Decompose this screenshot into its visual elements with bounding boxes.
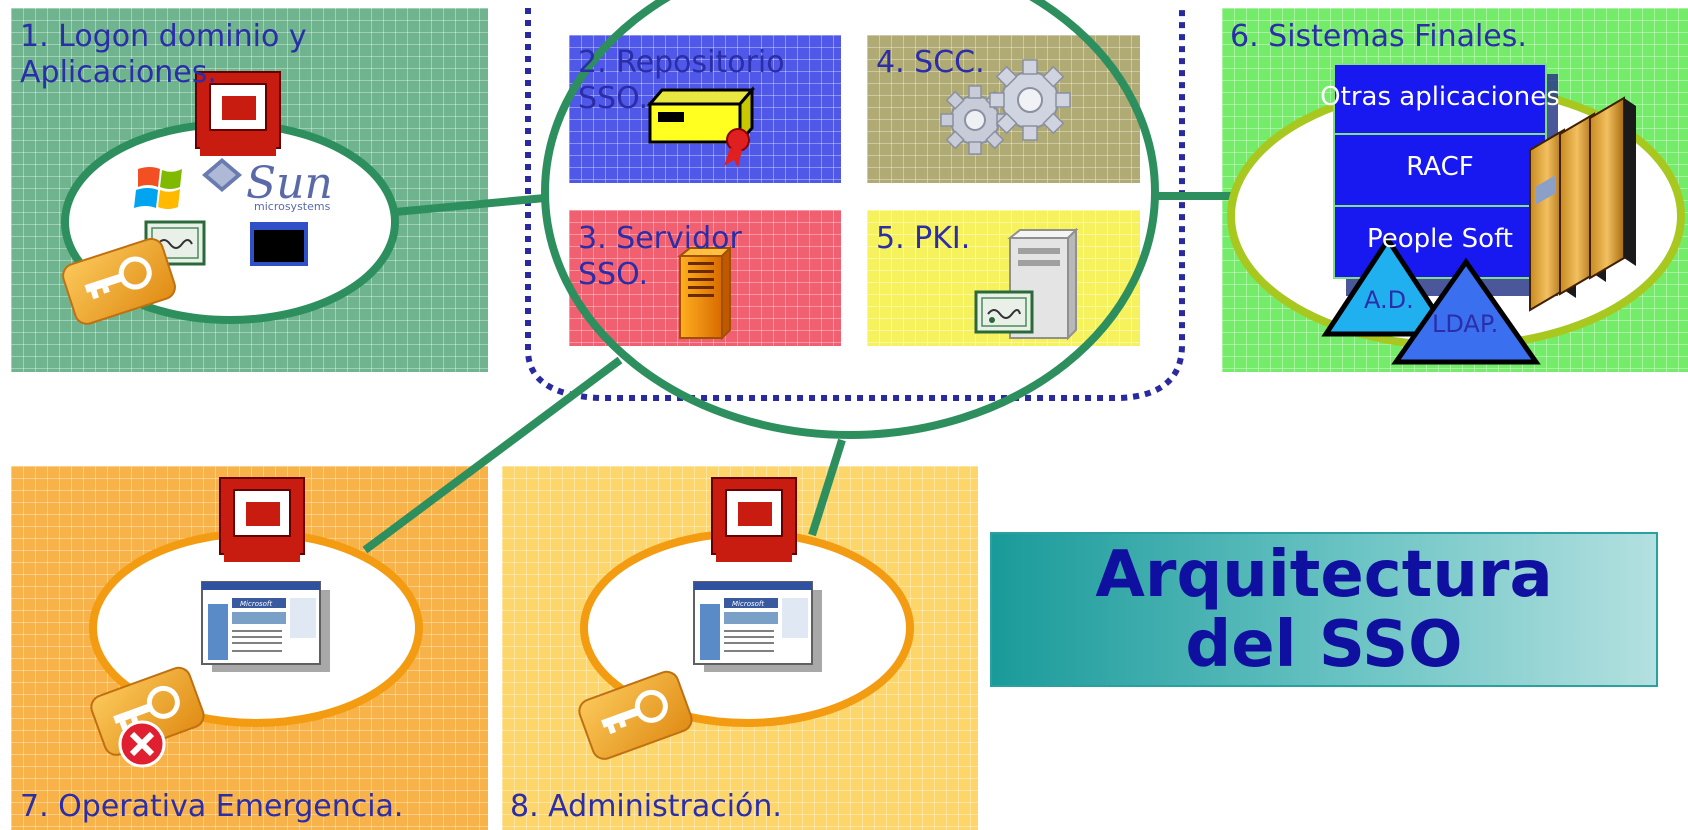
label-servidor-line1: 3. Servidor <box>578 221 742 256</box>
panel-repositorio <box>569 35 841 183</box>
sun-logo-text: Sun <box>246 158 333 209</box>
microsoft-logo-text: Microsoft <box>240 600 272 608</box>
label-servidor-line2: SSO. <box>578 257 649 292</box>
sun-logo-subtext: microsystems <box>254 200 331 213</box>
browser-window-icon-administracion: Microsoft <box>693 581 822 672</box>
title-line1: Arquitectura <box>1095 538 1553 612</box>
triangle-ldap <box>1391 257 1541 365</box>
certificate-icon-pki <box>974 290 1034 334</box>
label-repositorio-line2: SSO. <box>578 81 649 116</box>
connector-emergencia <box>362 356 623 554</box>
key-icon-logon <box>62 237 176 325</box>
directory-label-ldap: LDAP. <box>1432 310 1499 338</box>
system-label-peoplesoft: People Soft <box>1367 224 1513 254</box>
terminal-window-icon <box>250 222 308 266</box>
label-emergencia: 7. Operativa Emergencia. <box>20 789 404 824</box>
title-line2: del SSO <box>1185 608 1463 682</box>
label-administracion: 8. Administración. <box>510 789 782 824</box>
label-logon-line1: 1. Logon dominio y <box>20 19 307 54</box>
sun-logo-icon: Sun microsystems <box>202 158 333 213</box>
dotted-boundary <box>525 8 1185 401</box>
directory-label-ad: A.D. <box>1364 286 1414 314</box>
windows-logo-icon <box>134 167 182 209</box>
computer-icon-emergencia <box>219 477 305 562</box>
label-logon-line2: Aplicaciones. <box>20 55 217 90</box>
central-ellipse <box>541 0 1159 439</box>
triangle-ad <box>1321 235 1455 337</box>
label-sistemas: 6. Sistemas Finales. <box>1230 19 1527 54</box>
systems-stack <box>1333 63 1558 296</box>
key-icon-administracion <box>578 670 693 760</box>
repository-box-icon <box>646 85 756 168</box>
system-label-racf: RACF <box>1406 152 1474 182</box>
label-scc: 4. SCC. <box>876 45 985 80</box>
connector-administracion <box>808 438 846 537</box>
title-box: Arquitectura del SSO <box>990 532 1658 687</box>
gears-icon <box>940 59 1071 155</box>
label-pki: 5. PKI. <box>876 221 971 256</box>
mainframe-racks-icon <box>1529 96 1636 312</box>
error-icon <box>118 720 166 768</box>
microsoft-logo-text-2: Microsoft <box>732 600 764 608</box>
computer-icon-logon <box>195 71 281 156</box>
pki-server-icon <box>1007 227 1079 341</box>
system-item-otras <box>1333 63 1547 135</box>
connector-logon <box>394 194 546 216</box>
browser-window-icon-emergencia: Microsoft <box>201 581 330 672</box>
server-tower-icon <box>677 245 733 341</box>
system-label-otras: Otras aplicaciones <box>1320 82 1560 112</box>
label-repositorio-line1: 2. Repositorio <box>578 45 785 80</box>
computer-icon-administracion <box>711 477 797 562</box>
